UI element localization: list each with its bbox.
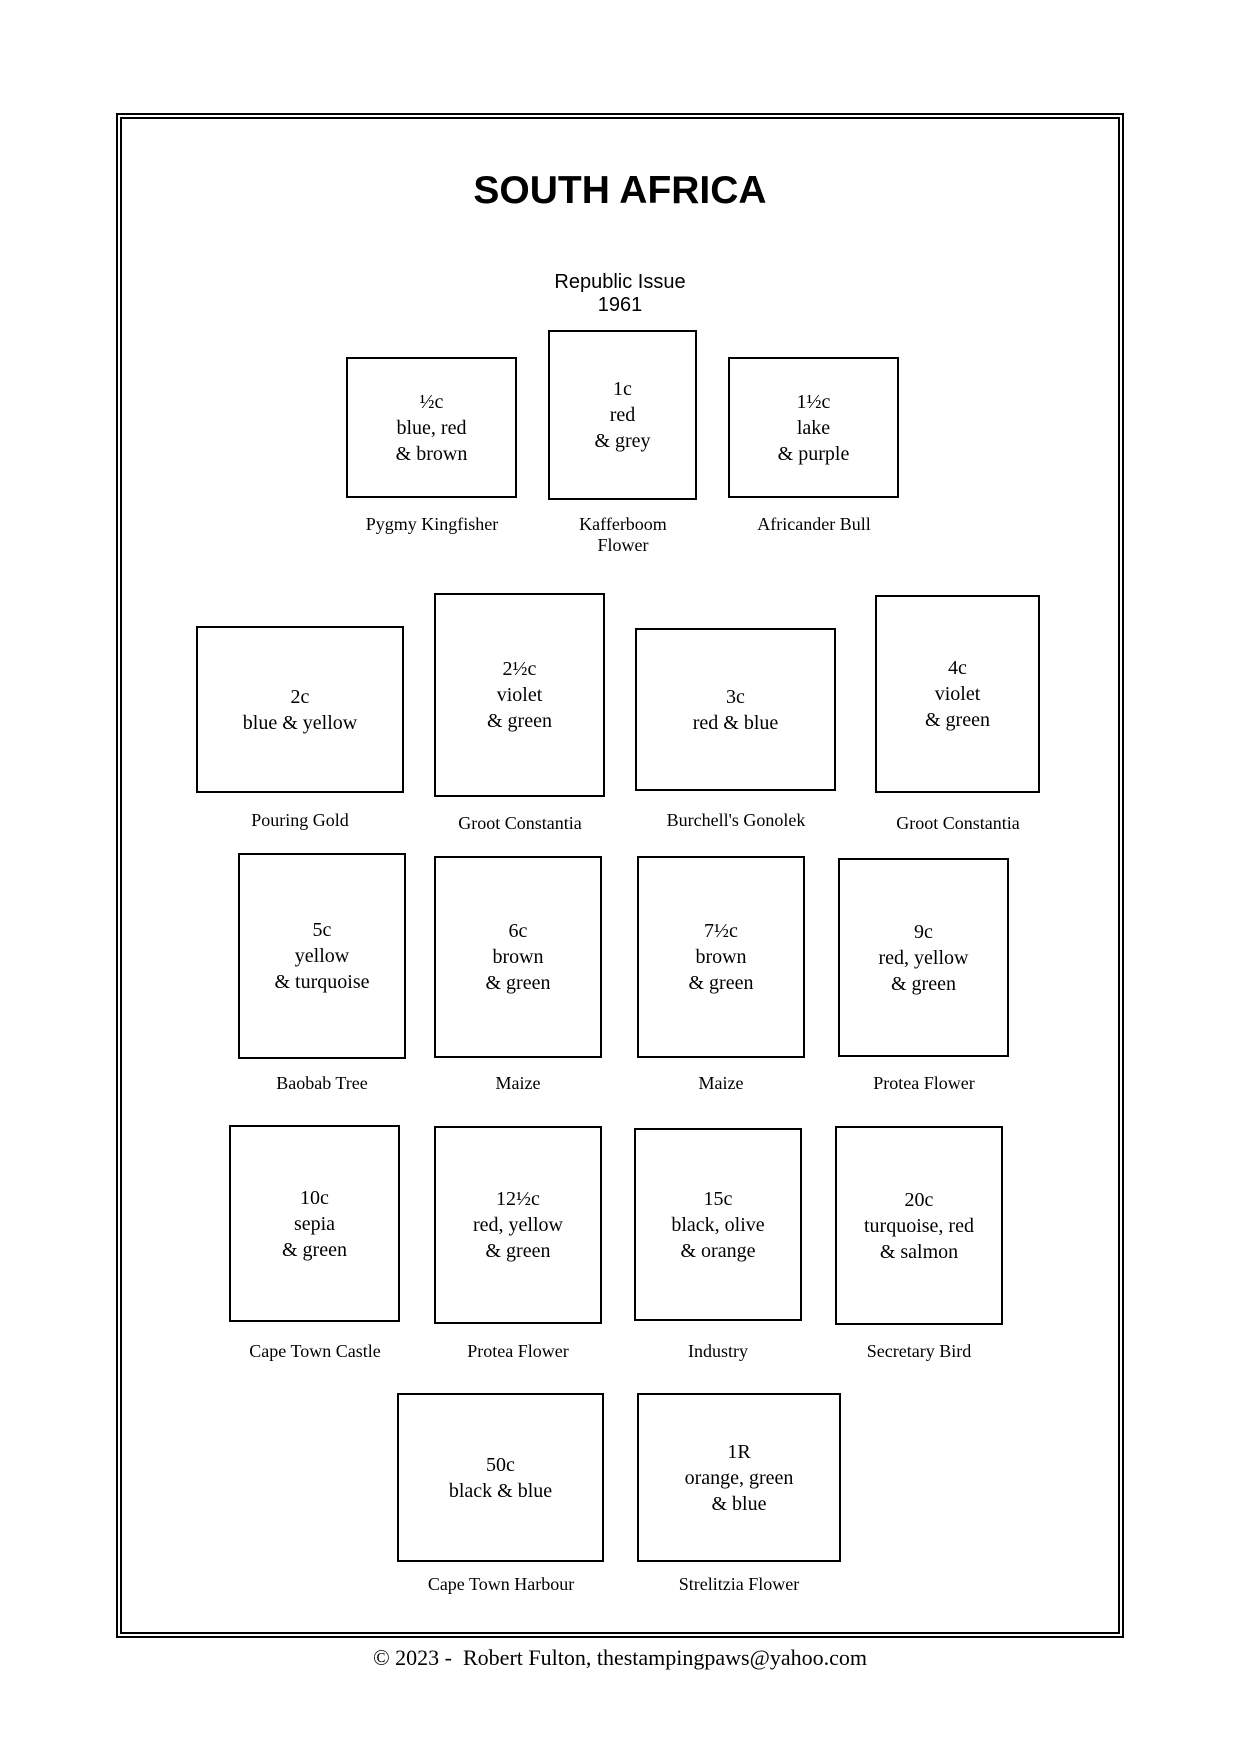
stamp-label-5c: 5c yellow & turquoise <box>274 919 370 993</box>
stamp-label-50c: 50c black & blue <box>448 1453 553 1502</box>
stamp-box-10c: 10c sepia & green <box>229 1125 400 1322</box>
stamp-label-2-half-c: 2½c violet & green <box>487 658 552 732</box>
stamp-box-3c: 3c red & blue <box>635 628 836 791</box>
stamp-caption-15c: Industry <box>688 1341 748 1361</box>
stamp-box-1c: 1c red & grey <box>548 330 697 500</box>
stamp-box-1-half-c: 1½c lake & purple <box>728 357 899 498</box>
stamp-caption-1r: Strelitzia Flower <box>678 1574 800 1594</box>
stamp-label-3c: 3c red & blue <box>692 685 779 734</box>
stamp-label-7-half-c: 7½c brown & green <box>688 920 754 994</box>
stamp-box-2c: 2c blue & yellow <box>196 626 404 793</box>
stamp-label-2c: 2c blue & yellow <box>242 685 358 734</box>
stamp-caption-12-half-c: Protea Flower <box>467 1341 569 1361</box>
stamp-label-6c: 6c brown & green <box>485 920 551 994</box>
stamp-label-half-c: ½c blue, red & brown <box>395 390 468 465</box>
stamp-box-9c: 9c red, yellow & green <box>838 858 1009 1057</box>
stamp-label-9c: 9c red, yellow & green <box>878 920 969 995</box>
stamp-caption-2-half-c: Groot Constantia <box>458 813 582 833</box>
stamp-box-12-half-c: 12½c red, yellow & green <box>434 1126 602 1324</box>
stamp-caption-4c: Groot Constantia <box>896 813 1020 833</box>
page-border-inner <box>120 117 1120 1634</box>
page-border-outer <box>116 113 1124 1638</box>
stamp-caption-1c: Kafferboom Flower <box>579 514 667 555</box>
stamp-label-1-half-c: 1½c lake & purple <box>777 390 850 465</box>
stamp-box-half-c: ½c blue, red & brown <box>346 357 517 498</box>
stamp-label-4c: 4c violet & green <box>925 657 990 731</box>
stamp-box-6c: 6c brown & green <box>434 856 602 1058</box>
stamp-caption-20c: Secretary Bird <box>866 1341 972 1361</box>
stamp-box-15c: 15c black, olive & orange <box>634 1128 802 1321</box>
stamp-caption-1-half-c: Africander Bull <box>757 514 871 534</box>
stamp-label-1c: 1c red & grey <box>594 378 651 452</box>
stamp-caption-50c: Cape Town Harbour <box>427 1574 575 1594</box>
stamp-box-50c: 50c black & blue <box>397 1393 604 1562</box>
stamp-caption-3c: Burchell's Gonolek <box>666 810 806 830</box>
stamp-box-1r: 1R orange, green & blue <box>637 1393 841 1562</box>
stamp-label-12-half-c: 12½c red, yellow & green <box>473 1188 563 1262</box>
stamp-caption-7-half-c: Maize <box>698 1073 744 1093</box>
stamp-box-4c: 4c violet & green <box>875 595 1040 793</box>
stamp-caption-9c: Protea Flower <box>873 1073 975 1093</box>
stamp-label-1r: 1R orange, green & blue <box>684 1440 794 1515</box>
stamp-caption-5c: Baobab Tree <box>276 1073 368 1093</box>
page-title: SOUTH AFRICA <box>473 169 767 212</box>
stamp-caption-10c: Cape Town Castle <box>249 1341 381 1361</box>
stamp-caption-2c: Pouring Gold <box>251 810 349 830</box>
stamp-box-7-half-c: 7½c brown & green <box>637 856 805 1058</box>
stamp-caption-6c: Maize <box>495 1073 541 1093</box>
stamp-box-20c: 20c turquoise, red & salmon <box>835 1126 1003 1325</box>
page-subtitle: Republic Issue 1961 <box>554 271 686 316</box>
stamp-box-2-half-c: 2½c violet & green <box>434 593 605 797</box>
stamp-label-10c: 10c sepia & green <box>282 1186 347 1261</box>
stamp-caption-half-c: Pygmy Kingfisher <box>365 514 499 534</box>
stamp-box-5c: 5c yellow & turquoise <box>238 853 406 1059</box>
stamp-label-15c: 15c black, olive & orange <box>671 1187 765 1262</box>
page-footer: © 2023 - Robert Fulton, thestampingpaws@… <box>372 1645 868 1670</box>
stamp-label-20c: 20c turquoise, red & salmon <box>864 1188 974 1263</box>
